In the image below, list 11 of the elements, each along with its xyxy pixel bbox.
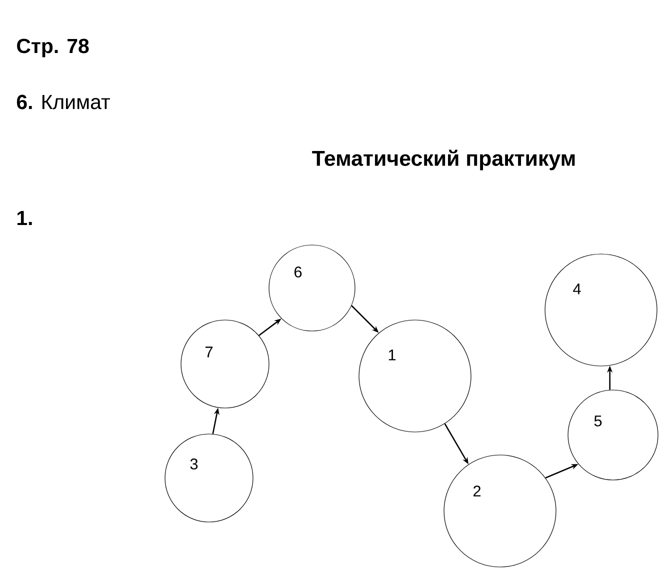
heading: Тематический практикум <box>312 150 575 170</box>
circle-node: 4 <box>544 254 658 366</box>
task-number: 1. <box>17 210 32 226</box>
page-number: Стр. 78 <box>17 38 89 58</box>
section-heading: 6. Климат <box>16 94 110 110</box>
circle-node: 5 <box>568 390 658 480</box>
circle-node: 3 <box>164 434 254 522</box>
circle-node: 7 <box>180 320 270 408</box>
circle-node: 6 <box>268 244 356 332</box>
circle-node: 2 <box>444 454 556 568</box>
circle-node: 1 <box>358 320 472 432</box>
